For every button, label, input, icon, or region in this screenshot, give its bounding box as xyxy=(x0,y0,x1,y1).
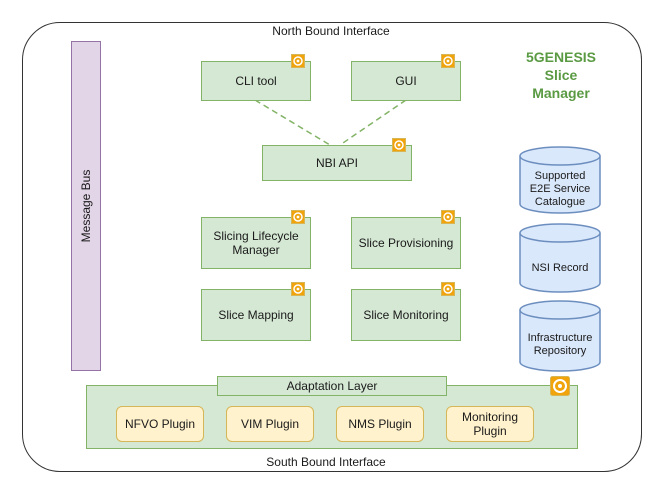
gear-icon xyxy=(441,282,455,296)
slice-provisioning-box: Slice Provisioning xyxy=(351,217,461,269)
catalogue-database xyxy=(519,146,601,214)
monitoring-plugin-line-2: Plugin xyxy=(473,424,507,438)
slicing-lifecycle-line-1: Slicing Lifecycle xyxy=(213,229,299,243)
title-line-1: 5GENESIS xyxy=(525,49,597,65)
message-bus: Message Bus xyxy=(71,41,101,371)
monitoring-plugin-box: Monitoring Plugin xyxy=(446,406,534,442)
infrastructure-database xyxy=(519,300,601,372)
gear-icon xyxy=(291,210,305,224)
nsi-record-label: NSI Record xyxy=(531,262,589,274)
infrastructure-line-2: Repository xyxy=(533,345,587,357)
gui-to-nbi-connector xyxy=(339,99,407,146)
cli-to-nbi-connector xyxy=(254,99,331,146)
catalogue-label: Supported E2E Service Catalogue xyxy=(519,170,601,209)
slice-provisioning-label: Slice Provisioning xyxy=(358,236,454,250)
catalogue-line-3: Catalogue xyxy=(534,196,586,208)
gear-icon xyxy=(291,54,305,68)
nms-plugin-label: NMS Plugin xyxy=(348,417,412,431)
title-line-3: Manager xyxy=(532,85,590,101)
slicing-lifecycle-manager-box: Slicing Lifecycle Manager xyxy=(201,217,311,269)
catalogue-line-1: Supported xyxy=(534,170,586,182)
slice-mapping-label: Slice Mapping xyxy=(218,308,294,322)
title-line-2: Slice xyxy=(544,67,578,83)
catalogue-line-2: E2E Service xyxy=(529,183,591,195)
vim-plugin-box: VIM Plugin xyxy=(226,406,314,442)
nbi-api-box: NBI API xyxy=(262,145,412,181)
nsi-record-database xyxy=(519,223,601,293)
infrastructure-line-1: Infrastructure xyxy=(527,332,593,344)
nms-plugin-box: NMS Plugin xyxy=(336,406,424,442)
south-bound-interface-label: South Bound Interface xyxy=(266,455,386,469)
slice-monitoring-box: Slice Monitoring xyxy=(351,289,461,341)
nbi-api-label: NBI API xyxy=(315,156,359,170)
gui-label: GUI xyxy=(395,74,417,88)
north-bound-interface-label: North Bound Interface xyxy=(272,24,390,38)
infrastructure-label: Infrastructure Repository xyxy=(519,332,601,358)
slice-manager-title: 5GENESIS Slice Manager xyxy=(496,48,626,102)
nfvo-plugin-label: NFVO Plugin xyxy=(124,417,196,431)
cli-tool-label: CLI tool xyxy=(235,74,277,88)
slice-monitoring-label: Slice Monitoring xyxy=(363,308,449,322)
gear-icon xyxy=(550,376,570,396)
gear-icon xyxy=(441,210,455,224)
gear-icon xyxy=(392,138,406,152)
slicing-lifecycle-line-2: Manager xyxy=(232,243,280,257)
gear-icon xyxy=(441,54,455,68)
monitoring-plugin-line-1: Monitoring xyxy=(461,410,519,424)
adaptation-layer-box: Adaptation Layer xyxy=(217,376,447,396)
nfvo-plugin-box: NFVO Plugin xyxy=(116,406,204,442)
gear-icon xyxy=(291,282,305,296)
adaptation-layer-label: Adaptation Layer xyxy=(286,379,378,393)
vim-plugin-label: VIM Plugin xyxy=(240,417,300,431)
slice-mapping-box: Slice Mapping xyxy=(201,289,311,341)
